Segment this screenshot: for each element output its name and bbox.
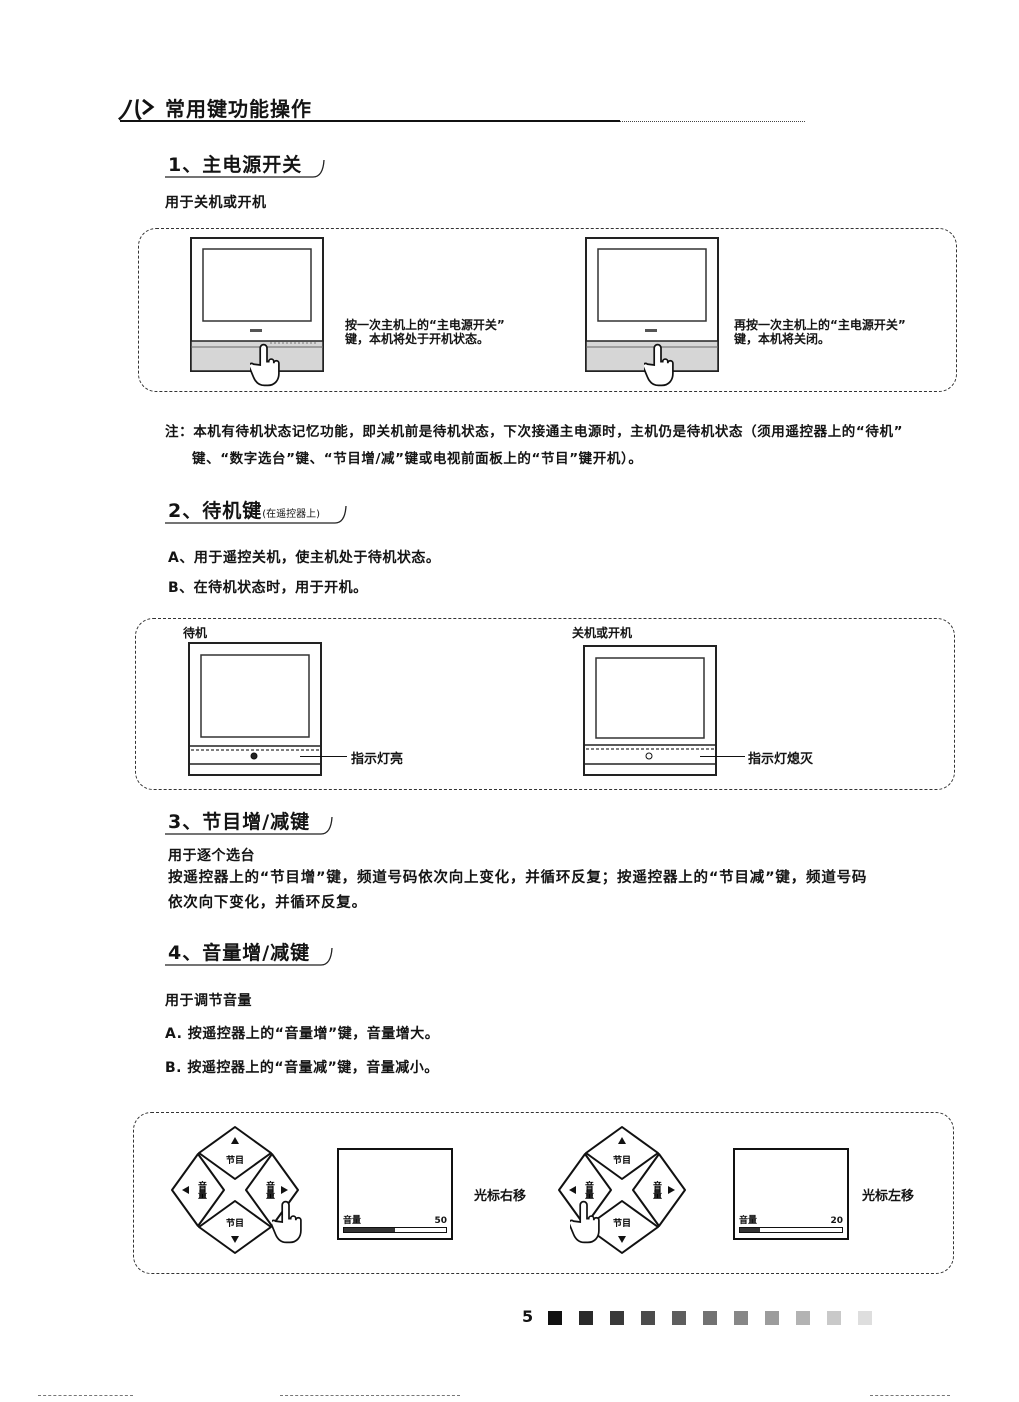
cursor-right-caption: 光标右移 bbox=[474, 1189, 527, 1204]
volume-osd-screen: 音量 20 bbox=[733, 1148, 849, 1240]
page-deco-square bbox=[858, 1311, 872, 1325]
scan-edge-mark bbox=[38, 1395, 133, 1396]
note-line-1: 注：本机有待机状态记忆功能，即关机前是待机状态，下次接通主电源时，主机仍是待机状… bbox=[165, 424, 904, 440]
volume-osd-screen: 音量 50 bbox=[337, 1148, 453, 1240]
standby-figure bbox=[135, 618, 955, 790]
volume-bar-fill bbox=[740, 1228, 761, 1232]
dpad-right-label: 音量 bbox=[651, 1180, 662, 1200]
arrow-right-icon bbox=[281, 1186, 288, 1194]
osd-volume-label: 音量 bbox=[739, 1216, 758, 1226]
arrow-down-icon bbox=[231, 1236, 239, 1243]
dpad-up-label: 节目 bbox=[613, 1154, 631, 1166]
arrow-up-icon bbox=[231, 1137, 239, 1144]
section-4-desc: 用于调节音量 bbox=[165, 993, 252, 1009]
volume-bar bbox=[343, 1227, 447, 1233]
dpad-left-key bbox=[558, 1153, 612, 1227]
section-4-title: 4、音量增/减键 bbox=[168, 942, 311, 964]
osd-volume-value: 50 bbox=[434, 1216, 447, 1226]
power-on-text-2: 键，本机将处于开机状态。 bbox=[345, 332, 490, 346]
section-4-item-b: B. 按遥控器上的“音量减”键，音量减小。 bbox=[165, 1060, 439, 1076]
remote-dpad: 节目 节目 音量 音量 bbox=[558, 1126, 686, 1254]
dpad-left-key bbox=[171, 1153, 225, 1227]
standby-label: 待机 bbox=[183, 626, 208, 640]
indicator-off-leader bbox=[700, 756, 745, 757]
pointing-hand-icon bbox=[644, 343, 674, 387]
dpad-right-label: 音量 bbox=[264, 1180, 275, 1200]
section-1-title: 1、主电源开关 bbox=[168, 154, 303, 176]
pointing-hand-icon bbox=[570, 1200, 600, 1244]
page-deco-square bbox=[579, 1311, 593, 1325]
dpad-up-key bbox=[585, 1126, 659, 1180]
tv-power-on bbox=[190, 237, 324, 372]
osd-volume-label: 音量 bbox=[343, 1216, 362, 1226]
dpad-up-key bbox=[198, 1126, 272, 1180]
section-4-item-a: A. 按遥控器上的“音量增”键，音量增大。 bbox=[165, 1026, 440, 1042]
dpad-up-label: 节目 bbox=[226, 1154, 244, 1166]
section-2-title: 2、待机键(在遥控器上) bbox=[168, 496, 320, 523]
volume-bar bbox=[739, 1227, 843, 1233]
header-rule-dotted bbox=[620, 121, 805, 122]
scan-edge-mark bbox=[870, 1395, 950, 1396]
dpad-down-label: 节目 bbox=[226, 1217, 244, 1229]
dpad-down-label: 节目 bbox=[613, 1217, 631, 1229]
arrow-down-icon bbox=[618, 1236, 626, 1243]
power-off-text-1: 再按一次主机上的“主电源开关” bbox=[734, 318, 906, 332]
scan-edge-mark bbox=[280, 1395, 460, 1396]
section-3-para-1: 按遥控器上的“节目增”键，频道号码依次向上变化，并循环反复；按遥控器上的“节目减… bbox=[168, 870, 868, 886]
volume-bar-fill bbox=[344, 1228, 395, 1232]
arrow-left-icon bbox=[569, 1186, 576, 1194]
power-off-text-2: 键，本机将关闭。 bbox=[734, 332, 831, 346]
section-3-para-2: 依次向下变化，并循环反复。 bbox=[168, 895, 367, 911]
section-2-item-b: B、在待机状态时，用于开机。 bbox=[168, 580, 368, 596]
chapter-title: 常用键功能操作 bbox=[165, 97, 312, 121]
dpad-left-label: 音量 bbox=[196, 1180, 207, 1200]
chapter-number: 八 bbox=[118, 96, 142, 124]
page-deco-square bbox=[703, 1311, 717, 1325]
page-number: 5 bbox=[522, 1307, 534, 1326]
volume-figure bbox=[133, 1112, 954, 1274]
page-deco-square bbox=[827, 1311, 841, 1325]
tv-off-or-on bbox=[583, 645, 717, 776]
tv-standby bbox=[188, 642, 322, 776]
power-toggle-label: 关机或开机 bbox=[572, 626, 633, 640]
indicator-off-label: 指示灯熄灭 bbox=[748, 752, 814, 767]
header-rule bbox=[120, 120, 620, 122]
page-deco-square bbox=[796, 1311, 810, 1325]
page-deco-square bbox=[610, 1311, 624, 1325]
cursor-left-caption: 光标左移 bbox=[862, 1189, 915, 1204]
page-deco-square bbox=[765, 1311, 779, 1325]
arrow-left-icon bbox=[182, 1186, 189, 1194]
section-3-title: 3、节目增/减键 bbox=[168, 811, 311, 833]
section-2-title-text: 2、待机键 bbox=[168, 500, 263, 522]
dpad-down-key bbox=[198, 1200, 272, 1254]
section-2-subtitle: (在遥控器上) bbox=[262, 509, 321, 520]
page-deco-square bbox=[641, 1311, 655, 1325]
tv-power-off bbox=[585, 237, 719, 372]
arrow-up-icon bbox=[618, 1137, 626, 1144]
indicator-on-leader bbox=[300, 756, 347, 757]
power-on-text-1: 按一次主机上的“主电源开关” bbox=[345, 318, 505, 332]
section-1-bracket bbox=[165, 159, 325, 178]
chevron-right-icon bbox=[142, 98, 155, 116]
dpad-left-label: 音量 bbox=[583, 1180, 594, 1200]
note-line-2: 键、“数字选台”键、“节目增/减”键或电视前面板上的“节目”键开机）。 bbox=[192, 451, 643, 467]
section-1-desc: 用于关机或开机 bbox=[165, 195, 267, 211]
indicator-on-label: 指示灯亮 bbox=[351, 752, 404, 767]
section-3-bracket bbox=[165, 816, 333, 835]
section-3-desc: 用于逐个选台 bbox=[168, 848, 255, 864]
pointing-hand-icon bbox=[250, 343, 280, 387]
page-deco-square bbox=[734, 1311, 748, 1325]
arrow-right-icon bbox=[668, 1186, 675, 1194]
section-2-item-a: A、用于遥控关机，使主机处于待机状态。 bbox=[168, 550, 441, 566]
section-2-bracket bbox=[165, 505, 347, 524]
section-4-bracket bbox=[165, 947, 333, 966]
dpad-right-key bbox=[632, 1153, 686, 1227]
page-deco-square bbox=[672, 1311, 686, 1325]
page-deco-square bbox=[548, 1311, 562, 1325]
pointing-hand-icon bbox=[272, 1200, 302, 1244]
power-switch-figure bbox=[138, 228, 957, 392]
osd-volume-value: 20 bbox=[830, 1216, 843, 1226]
